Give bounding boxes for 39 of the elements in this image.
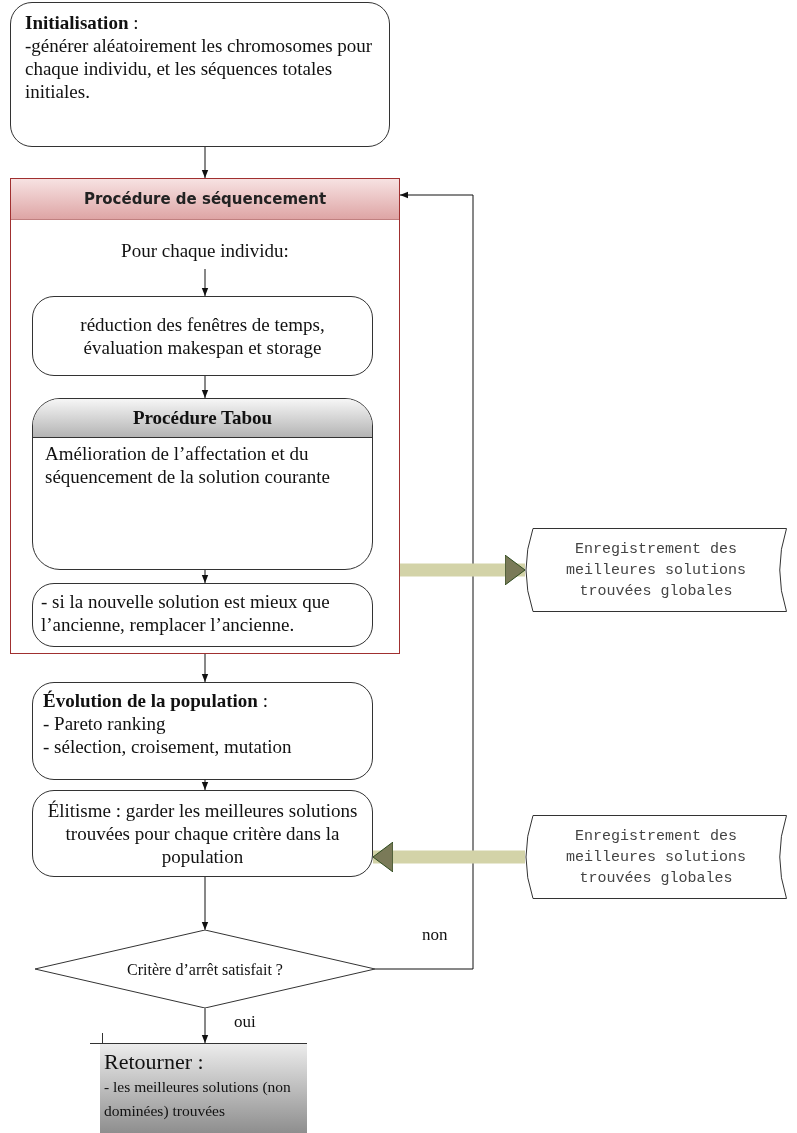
- decision-text: Critère d’arrêt satisfait ?: [127, 959, 283, 980]
- box-text: - sélection, croisement, mutation: [43, 735, 293, 758]
- box-text: Initialisation :: [25, 11, 140, 34]
- output-text: - les meilleures solutions (non dominées) trouvées: [104, 1077, 292, 1121]
- process-box: [32, 682, 373, 780]
- arrow: [201, 569, 209, 584]
- procedure-box: [32, 398, 373, 570]
- storage-box: [525, 528, 787, 612]
- decision-diamond: [35, 930, 375, 1008]
- storage-text: Enregistrement des meilleures solutions trouvées globales: [565, 826, 747, 889]
- procedure-panel: [10, 178, 400, 654]
- arrow: [201, 876, 209, 931]
- output-box: [100, 1043, 307, 1133]
- process-box: [32, 296, 373, 376]
- storage-box: [525, 815, 787, 899]
- arrow: [201, 268, 209, 297]
- storage-text: Enregistrement des meilleures solutions trouvées globales: [565, 539, 747, 602]
- arrow: [201, 1007, 209, 1044]
- box-header: Procédure Tabou: [33, 399, 372, 438]
- process-box: [32, 583, 373, 647]
- output-title: Retourner :: [104, 1048, 205, 1075]
- box-text: - Pareto ranking: [43, 712, 167, 735]
- arrow: [201, 779, 209, 791]
- box-text: - si la nouvelle solution est mieux que l’ancienne, remplacer l’ancienne.: [41, 590, 331, 636]
- box-text: Évolution de la population :: [43, 689, 269, 712]
- block-arrow: [400, 554, 526, 586]
- process-box: [32, 790, 373, 877]
- arrow: [201, 653, 209, 683]
- panel-header: Procédure de séquencement: [11, 179, 399, 220]
- box-text: -générer aléatoirement les chromosomes pour chaque individu, et les séquences totales initiales.: [25, 34, 374, 103]
- block-arrow: [372, 841, 525, 873]
- box-text: réduction des fenêtres de temps, évaluation makespan et storage: [79, 313, 326, 359]
- arrow: [201, 375, 209, 399]
- step-text: Pour chaque individu:: [121, 239, 289, 262]
- box-text: Amélioration de l’affectation et du séquencement de la solution courante: [44, 442, 331, 488]
- process-box: [10, 2, 390, 147]
- arrow: [374, 191, 474, 970]
- arrow: [201, 146, 209, 179]
- box-text: Élitisme : garder les meilleures solutions trouvées pour chaque critère dans la population: [46, 799, 359, 868]
